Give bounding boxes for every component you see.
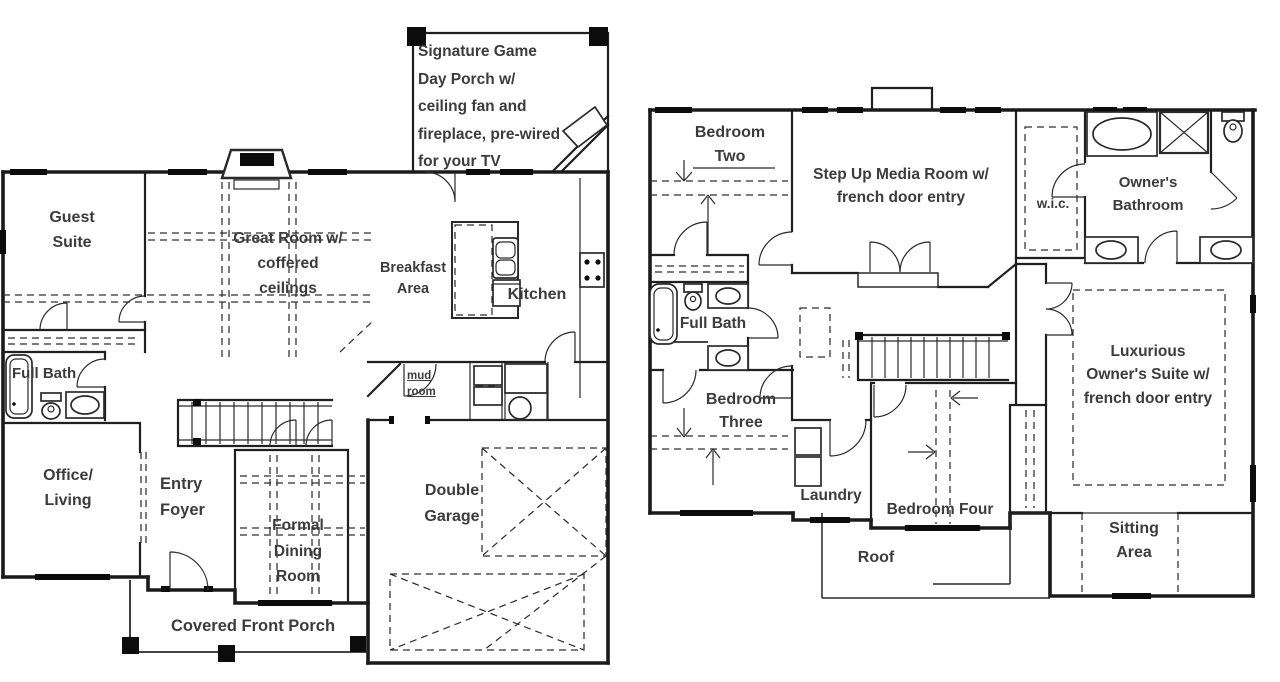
sink (1210, 240, 1242, 260)
interior-walls (1, 170, 610, 605)
room-label-guest-suite: Guest Suite (49, 209, 95, 251)
dryer (794, 456, 822, 487)
bathtub (5, 354, 33, 419)
front-door (169, 551, 209, 591)
sink (715, 349, 741, 367)
first-floor-plan (0, 27, 610, 665)
room-label-wic: w.i.c. (1036, 196, 1070, 211)
windows-second-floor (655, 107, 1256, 599)
tray-ceiling-owners-suite (1072, 289, 1226, 486)
utility-fixtures (473, 363, 548, 421)
door-arcs (39, 171, 576, 591)
full-bath-2-fixtures (649, 283, 749, 371)
toilet (683, 283, 703, 293)
windows-first-floor (0, 169, 533, 606)
dryer (473, 386, 503, 406)
owners-suite-french-doors (1045, 282, 1073, 336)
roof-outline (821, 513, 1050, 599)
closet-shelving-dashes (655, 126, 1078, 508)
sitting-area-opening-dashes (1081, 513, 1179, 596)
room-label-entry-foyer: Entry Foyer (160, 475, 205, 519)
pantry-cabinet (504, 363, 548, 394)
porch-column (122, 637, 139, 654)
room-label-game-day-porch: Signature Game Day Porch w/ ceiling fan … (418, 43, 561, 171)
garage-truss-bracing (389, 447, 607, 651)
stairs-second-floor (842, 332, 1010, 382)
kitchen-fixtures (451, 178, 605, 398)
step-up-platform (857, 272, 939, 288)
room-label-kitchen: Kitchen (507, 286, 567, 303)
attic-access (799, 307, 831, 358)
room-label-bedroom-four: Bedroom Four (886, 501, 994, 518)
owners-bathroom-fixtures (1084, 110, 1254, 264)
room-label-formal-dining: Formal Dining Room (272, 517, 324, 586)
washer (794, 427, 822, 456)
toilet (40, 392, 62, 402)
room-label-breakfast-area: Breakfast Area (379, 260, 447, 298)
porch-post (407, 27, 426, 46)
room-label-owners-bathroom: Owner's Bathroom (1112, 174, 1184, 214)
door-arcs (662, 163, 1238, 457)
chimney (870, 86, 934, 112)
room-label-sitting-area: Sitting Area (1109, 520, 1159, 561)
sink (70, 395, 100, 415)
sink (1095, 240, 1127, 260)
sink (715, 287, 741, 305)
laundry-fixtures (794, 427, 822, 487)
porch-post (589, 27, 608, 46)
great-room-fireplace (220, 148, 293, 190)
front-porch-structure (122, 580, 368, 662)
second-floor-plan (648, 86, 1257, 599)
room-label-mud-room: mud room (407, 370, 436, 398)
room-label-bedroom-two: Bedroom Two (694, 124, 766, 165)
water-heater (508, 396, 532, 420)
media-room-french-doors (857, 241, 939, 288)
game-day-porch-structure (407, 27, 610, 174)
porch-tv-niche (561, 105, 609, 149)
porch-column (218, 645, 235, 662)
room-label-full-bath-first: Full Bath (12, 365, 77, 382)
room-label-roof: Roof (857, 549, 895, 566)
coffered-ceiling-dining (240, 455, 365, 598)
room-label-laundry: Laundry (800, 487, 862, 504)
room-label-double-garage: Double Garage (424, 482, 480, 525)
full-bath-fixtures (5, 354, 105, 420)
cooktop (579, 252, 605, 288)
room-label-covered-front-porch: Covered Front Porch (170, 617, 336, 635)
soaking-tub (1092, 117, 1152, 151)
room-label-bedroom-three: Bedroom Three (705, 391, 777, 432)
wic-outline (1024, 126, 1078, 251)
coffered-ceiling-great-room (3, 182, 375, 362)
porch-column (350, 636, 366, 652)
room-label-great-room: Great Room w/ coffered ceilings (233, 230, 343, 297)
room-label-owners-suite: Luxurious Owner's Suite w/ french door e… (1083, 343, 1213, 407)
room-label-office-living: Office/ Living (43, 467, 93, 509)
washer (473, 365, 503, 386)
room-label-media-room: Step Up Media Room w/ french door entry (813, 166, 989, 207)
closet-shelves (8, 337, 138, 345)
room-label-full-bath-second: Full Bath (679, 315, 747, 332)
stairs-first-floor (176, 398, 334, 448)
ceiling-slope-lines (650, 160, 978, 524)
